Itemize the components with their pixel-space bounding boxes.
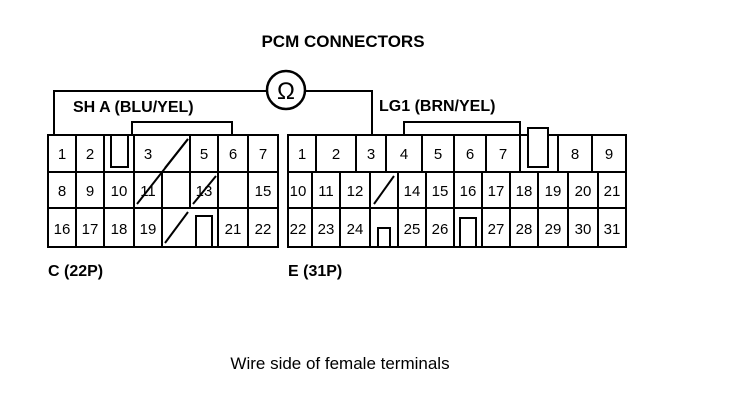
connector-e-pin-27: 27 [488, 221, 505, 238]
connector-e-pin-22: 22 [290, 221, 307, 238]
connector-e-pin-28: 28 [516, 221, 533, 238]
probe-label-lg1: LG1 (BRN/YEL) [379, 98, 495, 115]
connector-e-pin-30: 30 [575, 221, 592, 238]
connector-e-pin-5: 5 [434, 146, 442, 163]
connector-e-pin-17: 17 [488, 183, 505, 200]
ohmmeter-leads [53, 90, 373, 135]
connector-e-pin-9: 9 [605, 146, 613, 163]
connector-c-pin-21: 21 [225, 221, 242, 238]
right-probe-lead [306, 90, 373, 135]
connector-e-pin-20: 20 [575, 183, 592, 200]
connector-e-bottom-key-2 [459, 217, 477, 247]
connector-c-pin-8: 8 [58, 183, 66, 200]
diagram-caption: Wire side of female terminals [230, 354, 449, 373]
connector-e-pin-21: 21 [604, 183, 621, 200]
connector-e-bottom-key-1 [377, 227, 391, 247]
connector-c-bottom-key [195, 215, 213, 247]
connector-e-pin-24: 24 [347, 221, 364, 238]
connector-c-pin-2: 2 [86, 146, 94, 163]
connector-c-label: C (22P) [48, 263, 103, 280]
connector-e-pin-19: 19 [545, 183, 562, 200]
connector-e-label: E (31P) [288, 263, 342, 280]
probe-label-sh-a: SH A (BLU/YEL) [73, 99, 194, 116]
connector-e-pin-15: 15 [432, 183, 449, 200]
connector-e-pin-12: 12 [347, 183, 364, 200]
diagram-title: PCM CONNECTORS [261, 32, 424, 51]
connector-e-pin-2: 2 [332, 146, 340, 163]
connector-e-pin-18: 18 [516, 183, 533, 200]
connector-c-pin-3: 3 [144, 146, 152, 163]
connector-c-blank-12 [136, 138, 189, 205]
ohmmeter-icon: Ω [265, 69, 307, 111]
connector-e-top-notch [527, 135, 549, 168]
connector-c-pin-15: 15 [255, 183, 272, 200]
connector-e-pin-14: 14 [404, 183, 421, 200]
connector-e-pin-3: 3 [367, 146, 375, 163]
connector-e-pin-16: 16 [460, 183, 477, 200]
connector-e-pin-11: 11 [318, 183, 334, 200]
connector-e-blank-13 [373, 175, 395, 205]
left-probe-lead [53, 90, 266, 135]
connector-c-lock-tab [131, 121, 233, 135]
connector-e-pin-29: 29 [545, 221, 562, 238]
connector-e-pin-26: 26 [432, 221, 449, 238]
connector-e-lock-tab [403, 121, 521, 135]
connector-c-pin-22: 22 [255, 221, 272, 238]
connector-c-pin-17: 17 [82, 221, 99, 238]
connector-c-pin-7: 7 [259, 146, 267, 163]
connector-e-pin-7: 7 [499, 146, 507, 163]
connector-e-pin-6: 6 [466, 146, 474, 163]
connector-c-pin-5: 5 [200, 146, 208, 163]
connector-c-pin-13: 13 [196, 183, 213, 200]
connector-c-pin-10: 10 [111, 183, 128, 200]
ohmmeter-circle [265, 69, 307, 111]
connector-c-blank-20 [164, 211, 189, 244]
ohm-symbol: Ω [277, 78, 295, 105]
connector-e-pin-31: 31 [604, 221, 621, 238]
connector-c-pin-11: 11 [140, 183, 156, 200]
connector-c-pin-1: 1 [58, 146, 66, 163]
connector-c-pin-9: 9 [86, 183, 94, 200]
connector-e-pin-8: 8 [571, 146, 579, 163]
connector-c-top-notch [110, 135, 129, 168]
connector-e-pin-23: 23 [318, 221, 335, 238]
connector-e-pin-10: 10 [290, 183, 307, 200]
connector-e-pin-25: 25 [404, 221, 421, 238]
connector-e-pin-1: 1 [298, 146, 306, 163]
connector-c-pins: 1 2 3 5 6 7 8 9 10 11 13 15 16 17 18 19 21 22 [54, 146, 272, 238]
connector-c: 1 2 3 5 6 7 8 9 10 11 13 15 16 17 18 19 21 22 [47, 121, 279, 248]
connector-c-pin-16: 16 [54, 221, 71, 238]
connector-c-pin-6: 6 [229, 146, 237, 163]
connector-c-blank-14 [192, 175, 217, 205]
connector-c-pin-19: 19 [140, 221, 157, 238]
connector-c-pin-18: 18 [111, 221, 128, 238]
connector-e-pin-4: 4 [400, 146, 408, 163]
